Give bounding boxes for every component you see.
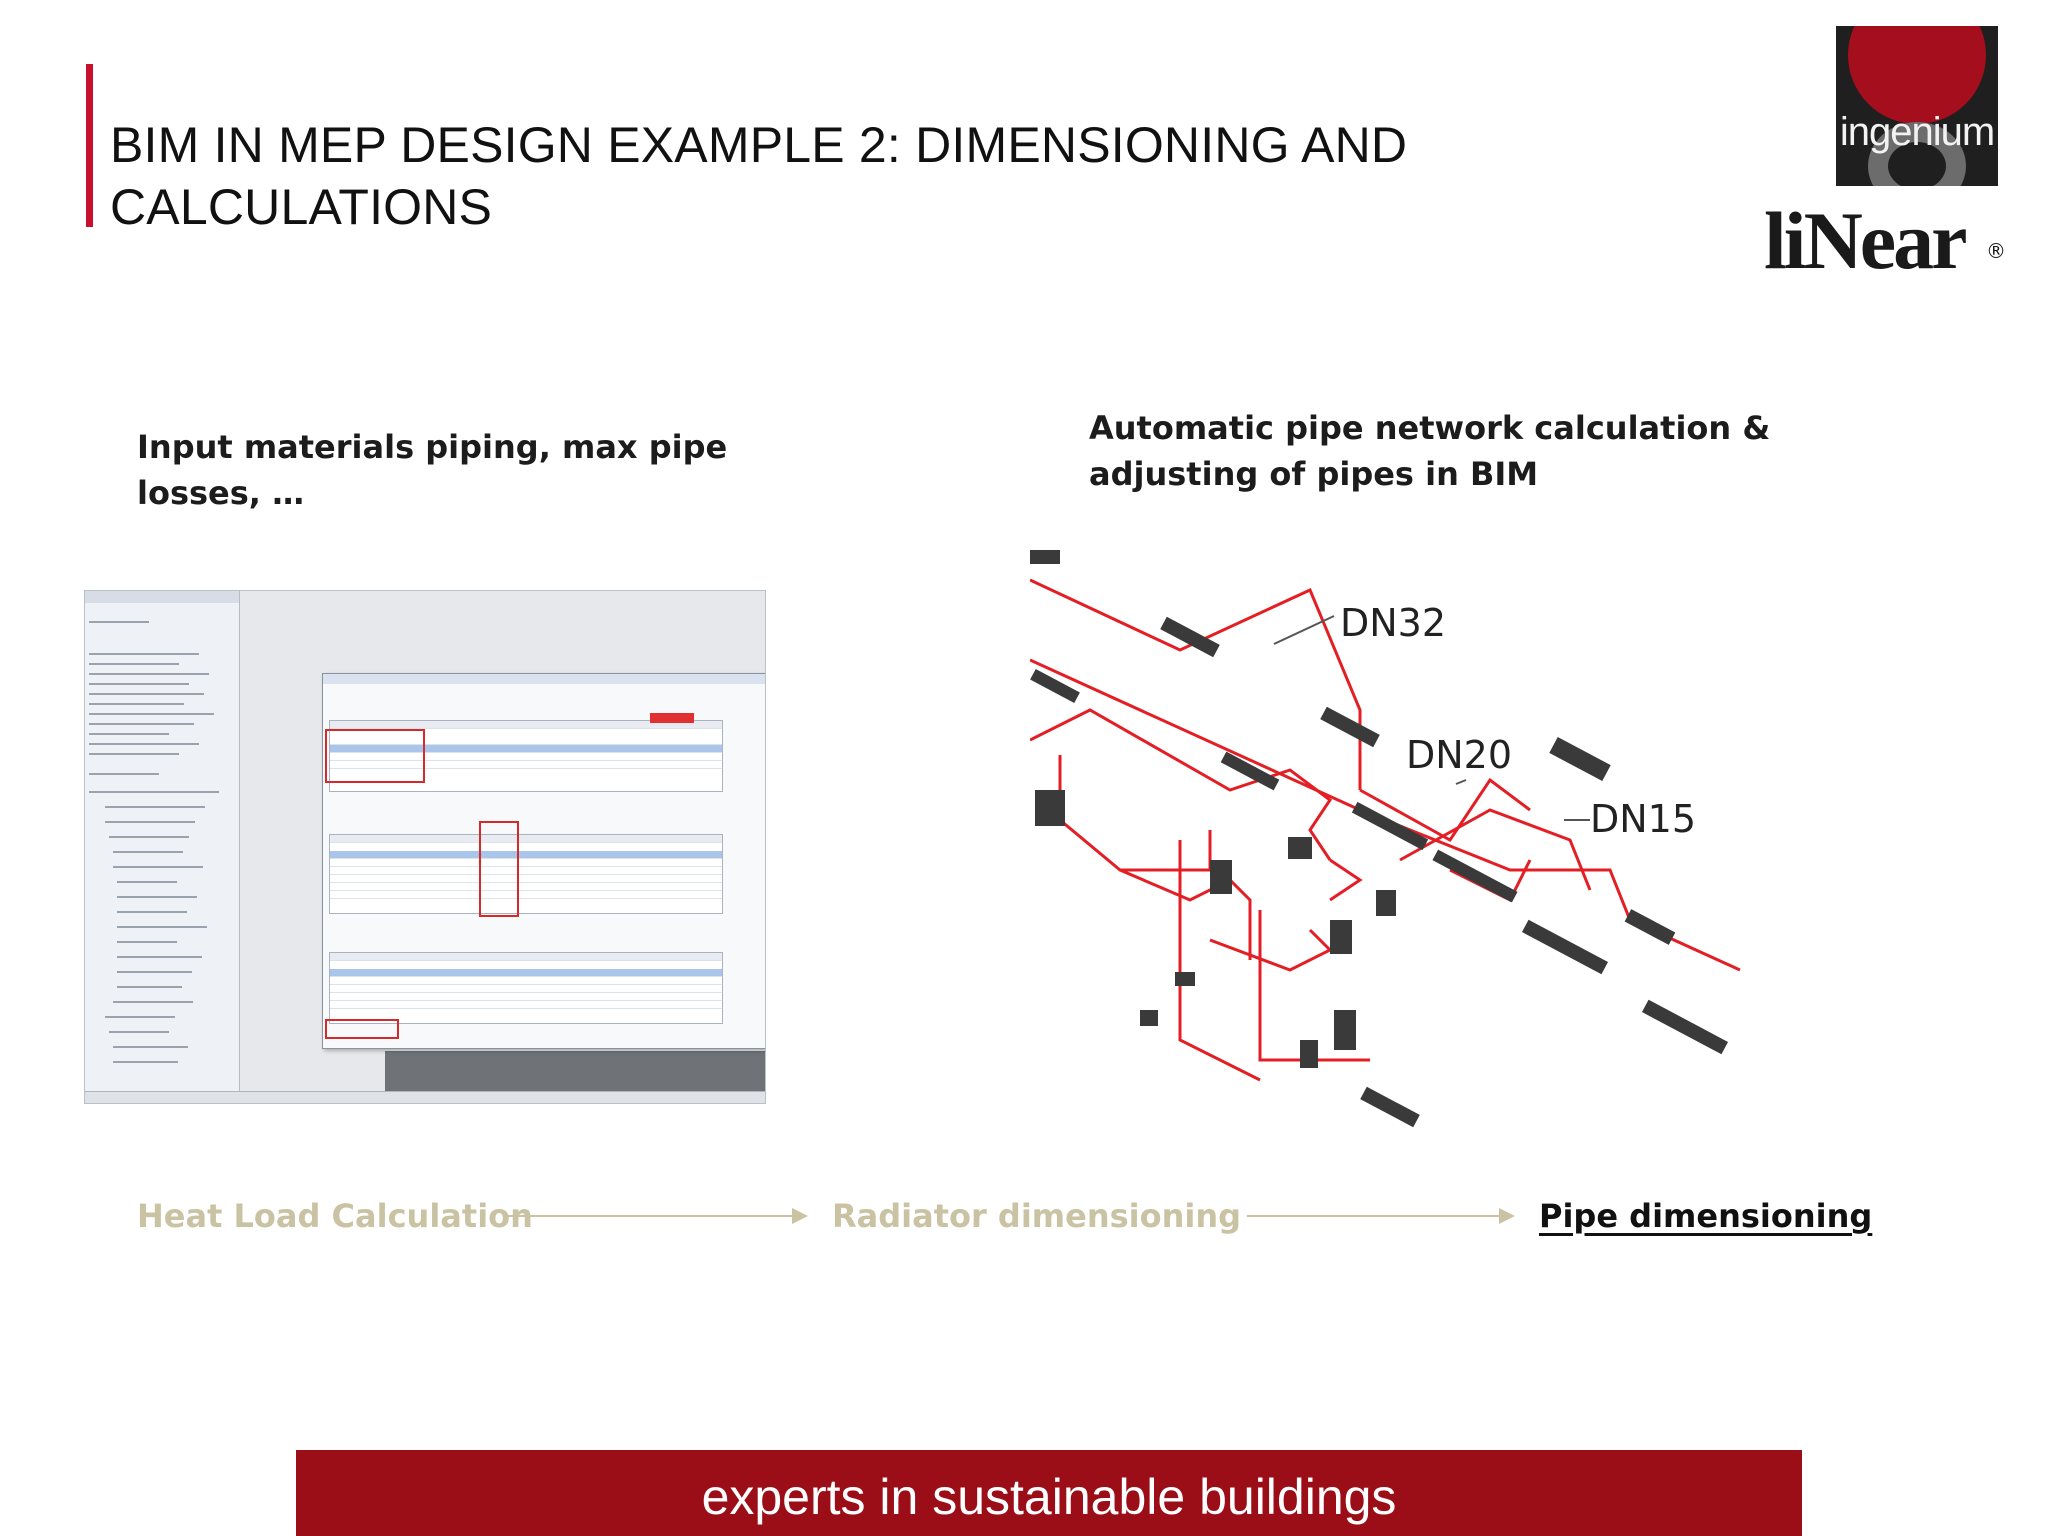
pipe-material-table: [329, 720, 723, 792]
workflow-step-pipe: Pipe dimensioning: [1539, 1197, 1873, 1235]
workflow-step-heat-load: Heat Load Calculation: [137, 1197, 533, 1235]
ingenium-logo: ingenium: [1836, 26, 1998, 186]
pipe-network-diagram: DN32 DN20 DN15: [1030, 550, 1741, 1128]
highlight-materials: [325, 729, 425, 783]
component-table: [329, 952, 723, 1024]
workflow-step-radiator: Radiator dimensioning: [832, 1197, 1242, 1235]
left-caption-line-2: losses, …: [137, 474, 305, 512]
left-caption: Input materials piping, max pipe losses,…: [137, 424, 737, 516]
footer-banner: experts in sustainable buildings: [296, 1450, 1802, 1536]
linear-logo: liNear ®: [1764, 196, 2014, 286]
right-caption: Automatic pipe network calculation & adj…: [1089, 405, 1789, 497]
linear-wordmark: liNear: [1764, 195, 1968, 286]
footer-tagline: experts in sustainable buildings: [701, 1469, 1397, 1525]
slide-title-line-2: CALCULATIONS: [110, 179, 493, 235]
status-bar: [85, 1091, 765, 1103]
building-model: [385, 1051, 765, 1091]
ingenium-wordmark: ingenium: [1839, 110, 1995, 154]
workflow-arrow-1: [504, 1208, 808, 1224]
highlight-dn-column: [479, 821, 519, 917]
right-caption-line-1: Automatic pipe network calculation &: [1089, 409, 1771, 447]
pipe-calculation-dialog: [322, 673, 765, 1049]
workflow-arrow-2: [1247, 1208, 1515, 1224]
label-dn15: DN15: [1590, 797, 1696, 841]
pipe-section-table: [329, 834, 723, 914]
left-caption-line-1: Input materials piping, max pipe: [137, 428, 728, 466]
dimension-leaders: [1273, 615, 1590, 821]
radiators: [1030, 550, 1729, 1128]
highlight-button-box: [325, 1019, 399, 1039]
properties-panel: [85, 591, 240, 1103]
label-dn32: DN32: [1340, 601, 1446, 645]
label-dn20: DN20: [1406, 733, 1512, 777]
right-caption-line-2: adjusting of pipes in BIM: [1089, 455, 1539, 493]
slide-title-line-1: BIM IN MEP DESIGN EXAMPLE 2: DIMENSIONIN…: [110, 117, 1408, 173]
highlighted-button: [650, 713, 694, 723]
title-accent-bar: [86, 64, 93, 227]
slide-title: BIM IN MEP DESIGN EXAMPLE 2: DIMENSIONIN…: [110, 114, 1610, 238]
software-screenshot: [84, 590, 766, 1104]
registered-mark: ®: [1986, 239, 2006, 263]
